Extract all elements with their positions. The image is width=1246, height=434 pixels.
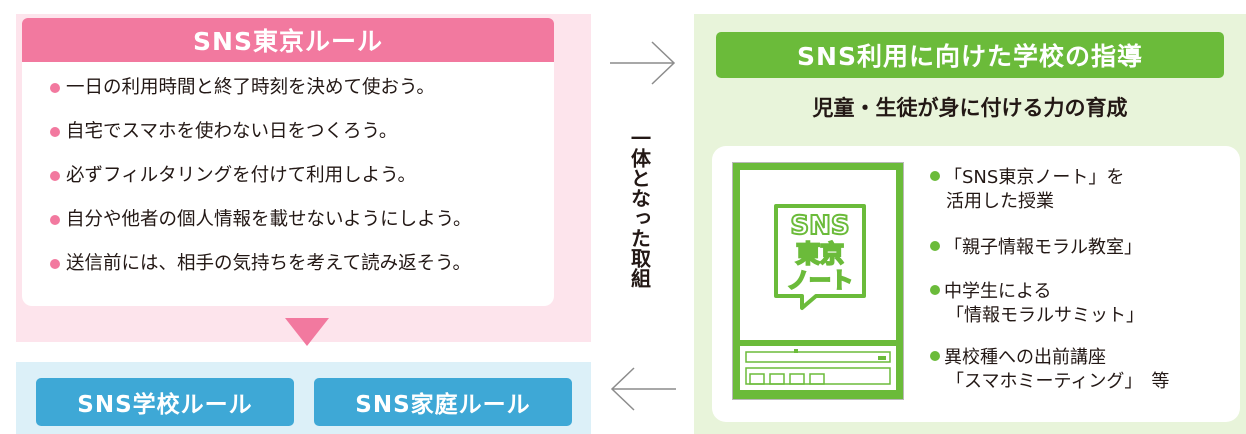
bullet-dot-icon xyxy=(50,171,60,181)
logo-line-sns: SNS xyxy=(790,211,849,241)
school-rules-box: SNS学校ルール xyxy=(36,378,294,426)
notebook-cover xyxy=(740,170,896,340)
right-arrow-icon xyxy=(610,41,676,85)
activity-item: 異校種への出前講座 「スマホミーティング」 等 xyxy=(930,346,1169,394)
down-arrow-icon xyxy=(285,318,329,346)
rule-item: 自宅でスマホを使わない日をつくろう。 xyxy=(50,120,397,144)
bullet-dot-icon xyxy=(930,351,940,361)
logo-line-tokyo: 東京 xyxy=(796,240,844,268)
bullet-dot-icon xyxy=(930,241,940,251)
left-arrow-icon xyxy=(610,367,676,411)
tokyo-rules-card: 一日の利用時間と終了時刻を決めて使おう。 自宅でスマホを使わない日をつくろう。 … xyxy=(22,62,554,306)
activity-item: 中学生による 「情報モラルサミット」 xyxy=(930,280,1144,328)
activity-item: 「SNS東京ノート」を 活用した授業 xyxy=(930,166,1124,214)
activity-item: 「親子情報モラル教室」 xyxy=(930,236,1142,260)
joint-effort-label: 一体となった取組 xyxy=(627,128,652,288)
school-guidance-subtitle: 児童・生徒が身に付ける力の育成 xyxy=(812,96,1128,120)
tokyo-rules-title: SNS東京ルール xyxy=(22,18,554,62)
rule-item: 必ずフィルタリングを付けて利用しよう。 xyxy=(50,164,416,188)
bullet-dot-icon xyxy=(930,171,940,181)
bullet-dot-icon xyxy=(50,127,60,137)
bullet-dot-icon xyxy=(50,83,60,93)
family-rules-box: SNS家庭ルール xyxy=(314,378,572,426)
rule-item: 一日の利用時間と終了時刻を決めて使おう。 xyxy=(50,76,435,100)
bullet-dot-icon xyxy=(50,215,60,225)
bullet-dot-icon xyxy=(50,259,60,269)
logo-line-note: ノート xyxy=(787,269,853,294)
sns-tokyo-note-logo: SNS 東京 ノート xyxy=(774,204,866,310)
bullet-dot-icon xyxy=(930,285,940,295)
rule-item: 送信前には、相手の気持ちを考えて読み返そう。 xyxy=(50,252,471,276)
notebook-name-strip xyxy=(740,346,896,390)
rule-item: 自分や他者の個人情報を載せないようにしよう。 xyxy=(50,208,472,232)
school-guidance-title: SNS利用に向けた学校の指導 xyxy=(716,32,1224,78)
